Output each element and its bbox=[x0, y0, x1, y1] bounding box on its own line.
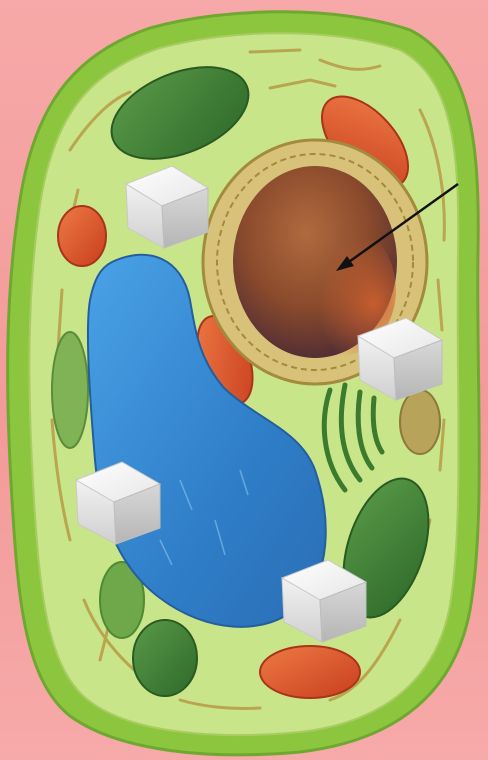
chloroplast bbox=[400, 390, 440, 454]
mitochondrion bbox=[260, 646, 360, 698]
mitochondrion bbox=[58, 206, 106, 266]
chloroplast bbox=[133, 620, 197, 696]
chloroplast bbox=[52, 332, 88, 448]
